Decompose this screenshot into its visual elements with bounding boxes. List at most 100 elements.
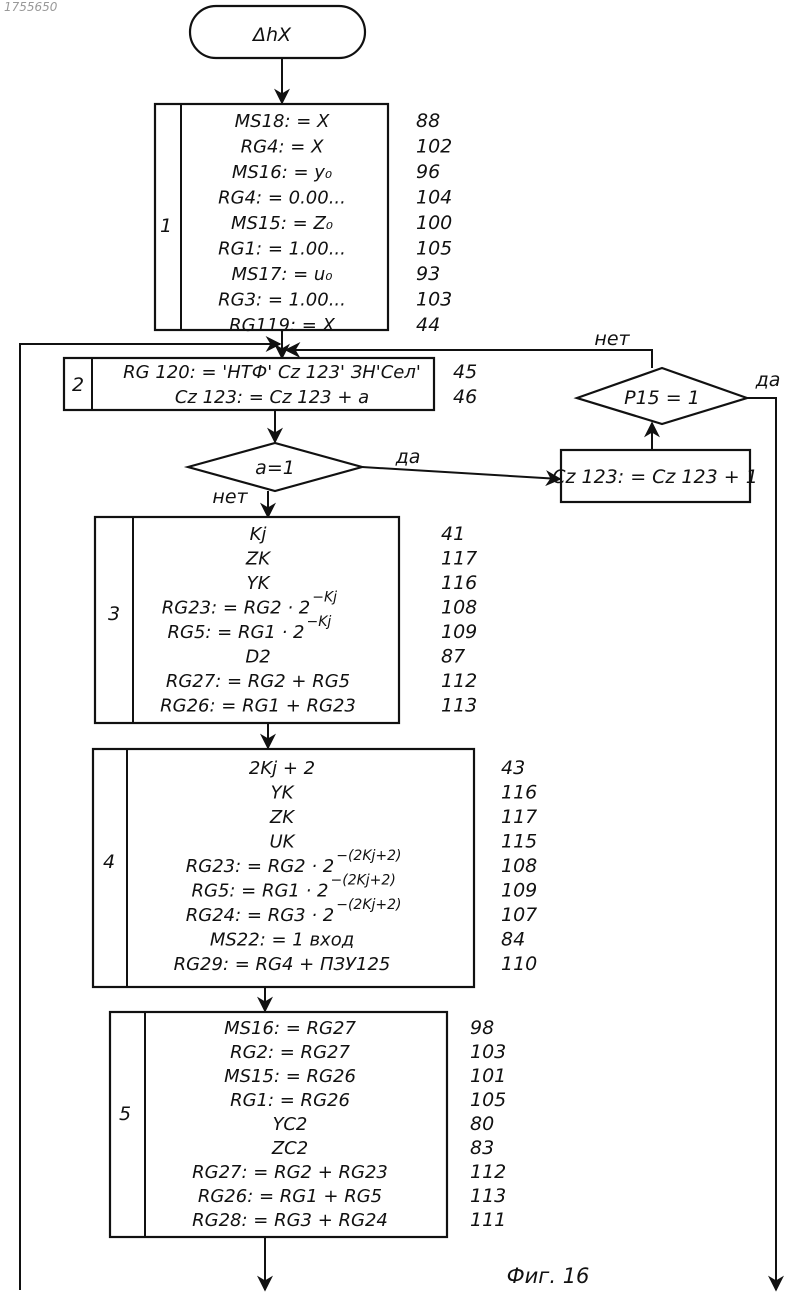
b4-line: UK (270, 832, 296, 853)
b3-line: RG27: = RG2 + RG5 (166, 671, 350, 692)
b1-ref-number: 105 (416, 238, 452, 260)
b3-exponent: −Kj (307, 614, 332, 630)
decision-p15-yes: да (755, 369, 781, 391)
b4-line: ZK (269, 807, 295, 828)
b5-ref-number: 101 (470, 1065, 506, 1087)
b5-ref-number: 112 (470, 1161, 506, 1183)
b4-ref-number: 116 (501, 782, 537, 804)
b5-line: RG2: = RG27 (230, 1042, 350, 1063)
b3-line: RG26: = RG1 + RG23 (160, 696, 356, 717)
b4-line: RG23: = RG2 · 2 (186, 856, 334, 877)
b4-exponent: −(2Kj+2) (336, 897, 401, 913)
cz-box-text: Cz 123: = Cz 123 + 1 (552, 466, 758, 488)
b4-ref-number: 117 (501, 806, 537, 828)
b1-line: RG4: = X (241, 137, 324, 158)
b4-line: 2Kj + 2 (249, 758, 315, 779)
b4-line: RG5: = RG1 · 2 (191, 881, 328, 902)
b3-ref-number: 108 (441, 597, 477, 619)
b1-ref-number: 96 (416, 161, 440, 183)
b3-line: D2 (245, 647, 270, 668)
b1-line: RG4: = 0.00... (218, 188, 346, 209)
block-3-number: 3 (108, 603, 120, 625)
b4-line: RG24: = RG3 · 2 (186, 905, 334, 926)
block-5-refs: 981031011058083112113111 (470, 1017, 506, 1231)
b3-ref-number: 112 (441, 670, 477, 692)
block-1-number: 1 (160, 215, 172, 237)
b4-line: YK (271, 783, 295, 804)
b5-ref-number: 103 (470, 1041, 506, 1063)
b1-line: RG3: = 1.00... (218, 290, 346, 311)
p15-no-label: нет (594, 328, 630, 350)
b2-line: Cz 123: = Cz 123 + a (175, 387, 369, 408)
block-4-number: 4 (103, 851, 115, 873)
start-label: ΔhX (251, 24, 292, 46)
b1-ref-number: 88 (416, 110, 440, 132)
b1-ref-number: 44 (416, 314, 440, 336)
b4-exponent: −(2Kj+2) (336, 848, 401, 864)
b1-line: MS17: = u₀ (231, 264, 332, 285)
b4-ref-number: 107 (501, 904, 537, 926)
b4-ref-number: 115 (501, 831, 537, 853)
b3-ref-number: 41 (441, 523, 465, 545)
b1-ref-number: 104 (416, 187, 452, 209)
decision-p15-text: P15 = 1 (624, 387, 700, 409)
block-2-refs: 4546 (453, 361, 477, 408)
b5-line: RG26: = RG1 + RG5 (198, 1186, 382, 1207)
b1-line: MS15: = Z₀ (231, 213, 333, 234)
header-fragment: 1755650 (4, 0, 58, 14)
block-1-refs: 88102961041001059310344 (416, 110, 452, 336)
b4-ref-number: 84 (501, 929, 525, 951)
b5-line: YC2 (273, 1114, 308, 1135)
b3-line: YK (247, 573, 271, 594)
block-3-refs: 41 117116 108109 87112 113 (441, 523, 477, 717)
decision-a-no: нет (212, 486, 248, 508)
b5-ref-number: 111 (470, 1209, 506, 1231)
b5-ref-number: 113 (470, 1185, 506, 1207)
b1-line: RG1: = 1.00... (218, 239, 346, 260)
b3-ref-number: 109 (441, 621, 477, 643)
b1-ref-number: 103 (416, 289, 452, 311)
arrow-p15-yes (747, 398, 776, 1290)
b3-line: RG5: = RG1 · 2 (167, 622, 304, 643)
b1-ref-number: 100 (416, 212, 452, 234)
b2-ref-number: 45 (453, 361, 477, 383)
b5-line: ZC2 (271, 1138, 308, 1159)
b3-line: ZK (245, 549, 271, 570)
block-2-number: 2 (72, 374, 84, 396)
b3-ref-number: 117 (441, 548, 477, 570)
b4-line: MS22: = 1 вход (210, 930, 354, 951)
b1-line: MS18: = X (235, 111, 330, 132)
decision-a-text: a=1 (255, 457, 295, 479)
b4-ref-number: 109 (501, 880, 537, 902)
b2-ref-number: 46 (453, 386, 477, 408)
b3-ref-number: 113 (441, 695, 477, 717)
b3-line: Kj (250, 524, 267, 545)
b3-line: RG23: = RG2 · 2 (162, 598, 310, 619)
b5-line: RG27: = RG2 + RG23 (192, 1162, 388, 1183)
block-5-number: 5 (119, 1103, 131, 1125)
b4-line: RG29: = RG4 + ПЗУ125 (174, 954, 391, 975)
b2-line: RG 120: = 'НТФ' Cz 123' ЗН'Сел' (123, 362, 421, 383)
b5-ref-number: 105 (470, 1089, 506, 1111)
b3-ref-number: 87 (441, 646, 465, 668)
b5-line: RG28: = RG3 + RG24 (192, 1210, 388, 1231)
b4-ref-number: 43 (501, 757, 525, 779)
b5-ref-number: 83 (470, 1137, 494, 1159)
b1-ref-number: 102 (416, 136, 452, 158)
b5-line: MS16: = RG27 (224, 1018, 356, 1039)
b3-ref-number: 116 (441, 572, 477, 594)
b5-line: RG1: = RG26 (230, 1090, 350, 1111)
decision-a-yes: да (395, 446, 421, 468)
b5-ref-number: 98 (470, 1017, 494, 1039)
b1-line: MS16: = y₀ (232, 162, 332, 183)
block-4-refs: 43 116117 115108 109107 84110 (501, 757, 537, 975)
b4-exponent: −(2Kj+2) (331, 873, 396, 889)
figure-caption: Фиг. 16 (507, 1264, 590, 1288)
b4-ref-number: 108 (501, 855, 537, 877)
b5-ref-number: 80 (470, 1113, 494, 1135)
b3-exponent: −Kj (312, 590, 337, 606)
arrow-a-yes (362, 467, 560, 479)
b5-line: MS15: = RG26 (224, 1066, 356, 1087)
b4-ref-number: 110 (501, 953, 537, 975)
